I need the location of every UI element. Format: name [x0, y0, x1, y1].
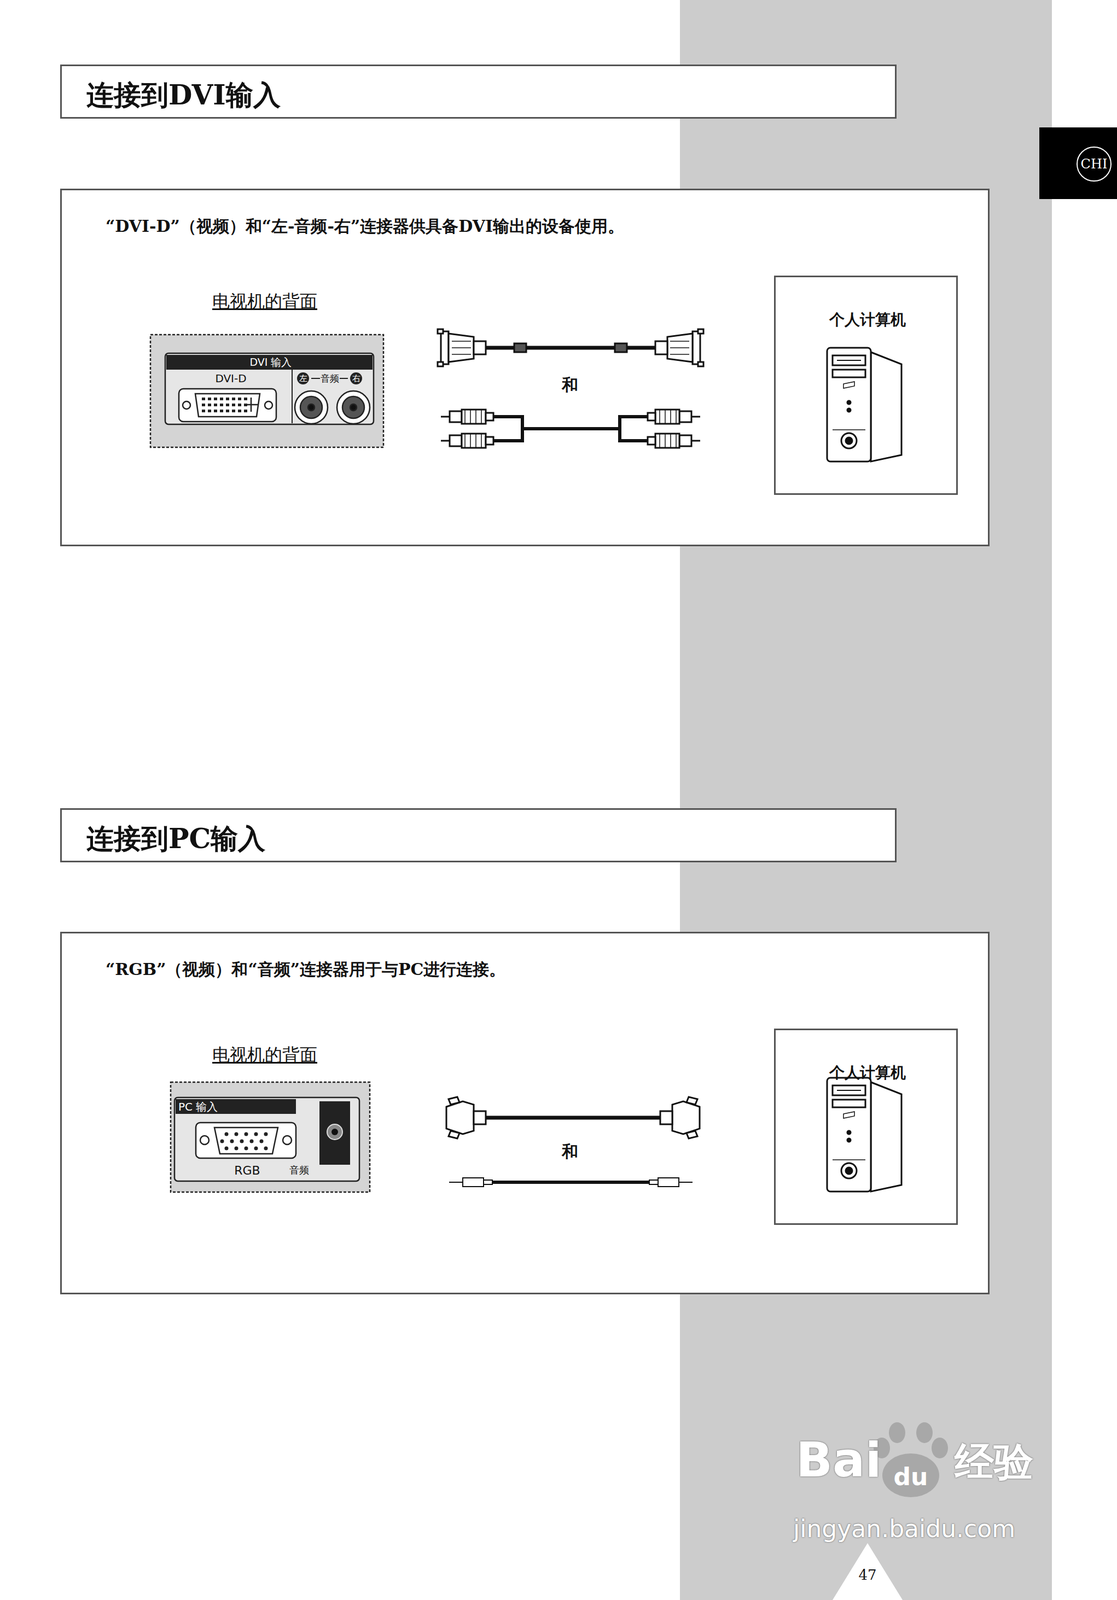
pc-box: 个人计算机: [774, 275, 958, 496]
port-label: 左: [297, 372, 310, 385]
cable-illustration: [437, 329, 704, 1188]
watermark-paw: [873, 1422, 948, 1498]
port-label: DVI-D: [214, 371, 247, 386]
box-text: CHI: [1080, 156, 1108, 172]
box-ground: [60, 808, 897, 863]
conjunction-label: 和: [561, 374, 579, 397]
content-box: 电视机的背面 DVI 输入DVI-D 左音频右 个人计算机 “DVI-D”（视频）和“左…: [60, 188, 990, 547]
box-ground: [774, 275, 958, 496]
watermark-text: 经验: [954, 1436, 1034, 1489]
page-number: 47: [858, 1567, 877, 1584]
content-box: 电视机的背面 PC 输入 RGB 音频 个人计算机 “RGB”（视频）和“音频”连接器用于…: [60, 932, 990, 1295]
port-label: DVI 输入: [249, 355, 293, 370]
box-ground: [60, 188, 990, 547]
port-label: PC 输入: [178, 1100, 218, 1115]
port-label: RGB: [234, 1164, 260, 1178]
tv-rear-panel: 电视机的背面 DVI 输入DVI-D 左音频右: [149, 284, 385, 449]
section-heading: 连接到PC输入: [60, 808, 897, 863]
pc-box: 个人计算机: [774, 1028, 958, 1226]
box-text: 连接到PC输入: [86, 821, 266, 858]
section-heading: 连接到DVI输入: [60, 64, 897, 119]
box-text: “RGB”（视频）和“音频”连接器用于与PC进行连接。: [105, 958, 506, 982]
language-tab: CHI: [1039, 127, 1117, 200]
tv-rear-panel: 电视机的背面 PC 输入 RGB 音频: [169, 1039, 372, 1196]
box-text: 个人计算机: [829, 309, 906, 331]
box-text: 连接到DVI输入: [86, 77, 281, 114]
box-text: “DVI-D”（视频）和“左-音频-右”连接器供具备DVI输出的设备使用。: [105, 215, 625, 238]
port-label: 音频: [289, 1164, 310, 1178]
box-ground: [60, 932, 990, 1295]
watermark-text: du: [893, 1463, 929, 1492]
port-label: 音频: [320, 372, 340, 386]
conjunction-label: 和: [561, 1141, 579, 1164]
panel-caption: 电视机的背面: [212, 1043, 318, 1068]
port-label: 右: [350, 372, 363, 385]
watermark-text: Bai: [795, 1432, 882, 1489]
box-text: 个人计算机: [829, 1062, 906, 1084]
page-number-triangle: [832, 1543, 903, 1600]
panel-caption: 电视机的背面: [212, 289, 318, 314]
box-ground: [774, 1028, 958, 1226]
box-ground: [60, 64, 897, 119]
computer-illustration: [775, 277, 960, 497]
computer-illustration: [775, 1030, 960, 1227]
watermark-url: jingyan.baidu.com: [793, 1515, 1016, 1544]
